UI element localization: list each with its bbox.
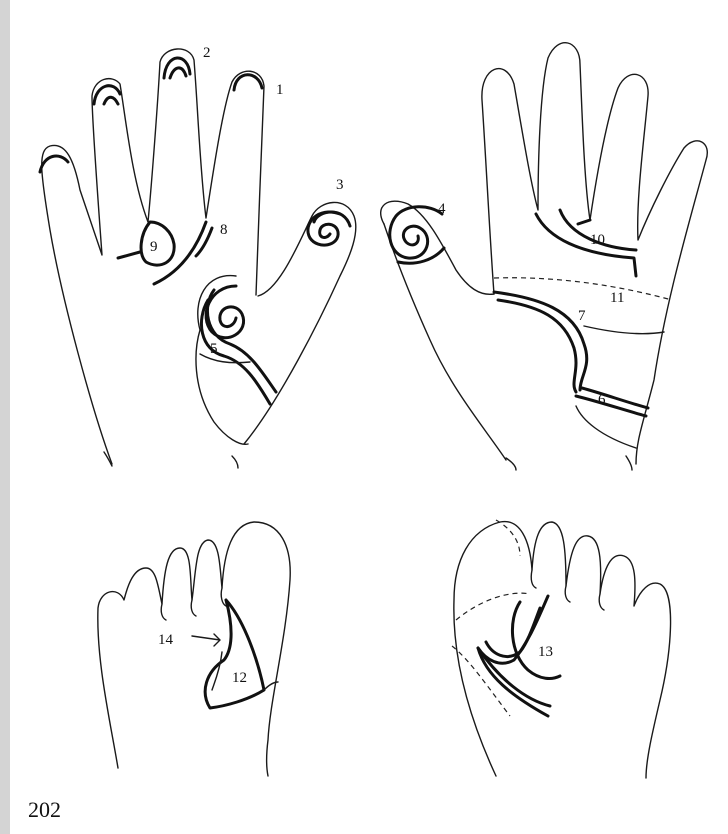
label-1: 1 <box>276 82 284 98</box>
nail-line <box>40 156 68 172</box>
toe-gap <box>191 600 196 616</box>
label-2: 2 <box>203 45 211 61</box>
hand-foot-diagram: 1 2 3 4 5 6 7 8 9 10 11 12 13 14 202 <box>10 0 728 834</box>
label-12: 12 <box>232 670 247 686</box>
wrist-mark <box>626 456 632 470</box>
page-number: 202 <box>28 797 61 822</box>
nail-line <box>170 68 186 78</box>
left-foot-outline <box>98 522 290 776</box>
zone-5-line <box>207 290 276 392</box>
wrist-mark <box>232 456 238 468</box>
zone-13-line <box>512 602 560 678</box>
right-foot <box>452 520 671 778</box>
nail-line <box>104 97 118 104</box>
zone-9-line <box>118 252 140 258</box>
toe-gap <box>531 570 536 588</box>
label-9: 9 <box>150 239 158 255</box>
left-hand-outline <box>42 49 264 464</box>
zone-12-outline <box>205 600 264 708</box>
toe-gap <box>565 586 570 602</box>
left-palm-lobe <box>196 276 248 445</box>
zone-9-outline <box>141 222 174 265</box>
palm-crease <box>576 406 636 448</box>
palm-crease <box>584 326 664 334</box>
right-hand <box>381 43 708 470</box>
left-foot <box>98 522 290 776</box>
right-foot-outline <box>454 522 671 778</box>
label-13: 13 <box>538 644 553 660</box>
zone-6-line <box>582 388 648 408</box>
zone-10-outline <box>536 214 636 276</box>
wrist-mark <box>506 458 516 470</box>
figure-page: 1 2 3 4 5 6 7 8 9 10 11 12 13 14 202 <box>10 0 728 834</box>
left-hand <box>40 49 356 468</box>
label-10: 10 <box>590 232 605 248</box>
label-11: 11 <box>610 290 624 306</box>
label-5: 5 <box>210 341 218 357</box>
toe-gap <box>221 588 226 606</box>
toe-gap <box>599 594 604 610</box>
label-14: 14 <box>158 632 174 648</box>
label-3: 3 <box>336 177 344 193</box>
zone-3-spiral <box>308 212 340 245</box>
label-4: 4 <box>438 201 446 217</box>
left-thumb-outline <box>244 202 356 444</box>
right-palm-left-edge <box>384 224 506 460</box>
label-7: 7 <box>578 308 586 324</box>
zone-14-arrow <box>192 634 220 646</box>
zone-6-line <box>576 396 646 416</box>
label-8: 8 <box>220 222 228 238</box>
label-6: 6 <box>598 392 606 408</box>
nail-line <box>234 75 262 90</box>
zone-10-tick <box>578 220 590 224</box>
toe-gap <box>161 604 166 620</box>
